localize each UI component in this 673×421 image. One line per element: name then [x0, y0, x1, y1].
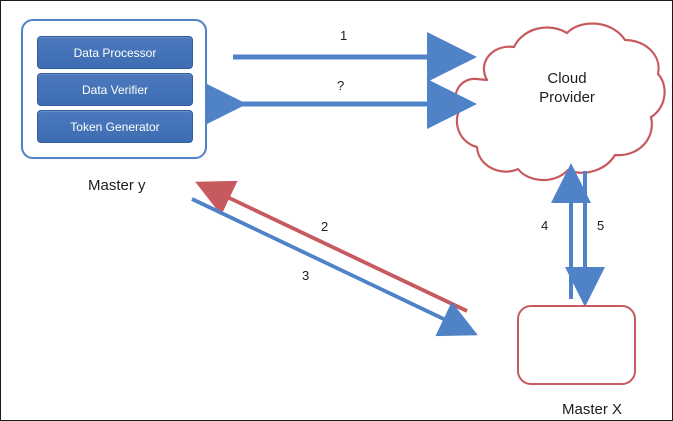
master-y-module-stack: Data Processor Data Verifier Token Gener…	[37, 36, 193, 143]
arrow-3-label: 3	[302, 268, 310, 283]
arrow-2-label: 2	[321, 219, 329, 234]
data-processor-module: Data Processor	[37, 36, 193, 69]
arrow-4-label: 4	[541, 218, 549, 233]
master-y-box: Data Processor Data Verifier Token Gener…	[21, 19, 207, 159]
arrow-question-label: ?	[337, 78, 345, 93]
cloud-provider-label: Cloud Provider	[539, 70, 595, 106]
token-generator-module: Token Generator	[37, 110, 193, 143]
master-x-label: Master X	[562, 401, 623, 418]
master-x-box	[517, 305, 636, 385]
data-verifier-module: Data Verifier	[37, 73, 193, 106]
arrow-3	[191, 197, 478, 337]
arrow-1-label: 1	[340, 28, 348, 43]
cloud-provider-shape	[454, 22, 666, 182]
arrow-5-label: 5	[597, 218, 605, 233]
master-y-label: Master y	[88, 177, 146, 194]
arrow-2	[195, 180, 468, 313]
